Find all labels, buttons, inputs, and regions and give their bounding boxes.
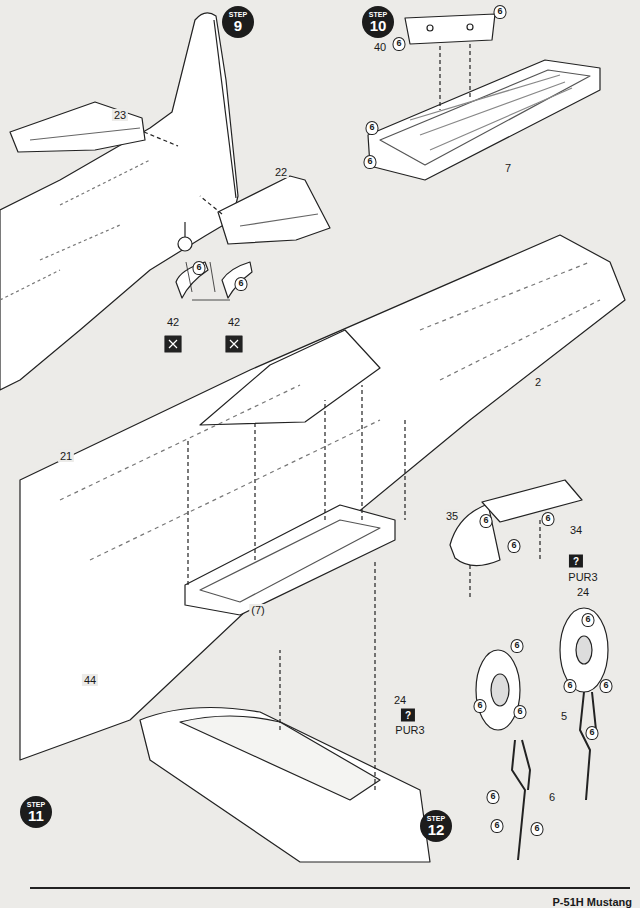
footer-rule [30, 887, 630, 889]
paint-code: 6 [490, 819, 503, 833]
part-number: 2 [533, 376, 543, 388]
part-number: 44 [82, 674, 98, 686]
step-word: STEP [369, 11, 387, 18]
part-number: 35 [444, 510, 460, 522]
part-number: PUR3 [393, 724, 426, 736]
paint-code: 6 [486, 790, 499, 804]
paint-code: 6 [234, 277, 247, 291]
paint-code: 6 [493, 5, 506, 19]
part-number: (7) [249, 604, 266, 616]
step11-wing [20, 235, 625, 862]
part-number: 5 [559, 710, 569, 722]
paint-code: 6 [510, 639, 523, 653]
step-number: 12 [428, 822, 445, 837]
step9-tail [0, 13, 330, 390]
part-number: 6 [547, 791, 557, 803]
paint-code: 6 [507, 539, 520, 553]
paint-code: 6 [192, 261, 205, 275]
part-number: 21 [58, 450, 74, 462]
paint-code: 6 [563, 679, 576, 693]
step12-gear [450, 480, 608, 860]
part-number: 42 [226, 316, 242, 328]
step10-cockpit [368, 14, 600, 180]
step-number: 10 [370, 18, 387, 33]
part-number: PUR3 [566, 571, 599, 583]
step-number: 9 [234, 18, 242, 33]
part-number: 24 [575, 586, 591, 598]
step-number: 11 [28, 808, 44, 823]
paint-code: 6 [530, 822, 543, 836]
paint-code: 6 [473, 699, 486, 713]
step-circle: STEP10 [362, 6, 394, 38]
step-circle: STEP12 [420, 810, 452, 842]
paint-code: 6 [513, 705, 526, 719]
option-mark: ? [569, 555, 583, 568]
paint-code: 6 [581, 613, 594, 627]
part-number: 40 [372, 41, 388, 53]
step-word: STEP [229, 11, 247, 18]
step-word: STEP [27, 801, 45, 808]
footer-title: P-51H Mustang [553, 896, 632, 908]
paint-code: 6 [392, 37, 405, 51]
part-number: 22 [273, 166, 289, 178]
step-circle: STEP9 [222, 6, 254, 38]
paint-code: 6 [365, 121, 378, 135]
paint-code: 6 [541, 512, 554, 526]
part-number: 7 [503, 162, 513, 174]
step-word: STEP [427, 815, 445, 822]
part-number: 24 [392, 694, 408, 706]
paint-code: 6 [585, 726, 598, 740]
paint-code: 6 [479, 514, 492, 528]
part-number: 23 [112, 109, 128, 121]
step-circle: STEP11 [20, 796, 52, 828]
option-mark: ? [401, 709, 415, 722]
paint-code: 6 [363, 155, 376, 169]
paint-code: 6 [599, 679, 612, 693]
part-number: 34 [568, 524, 584, 536]
part-number: 42 [165, 316, 181, 328]
